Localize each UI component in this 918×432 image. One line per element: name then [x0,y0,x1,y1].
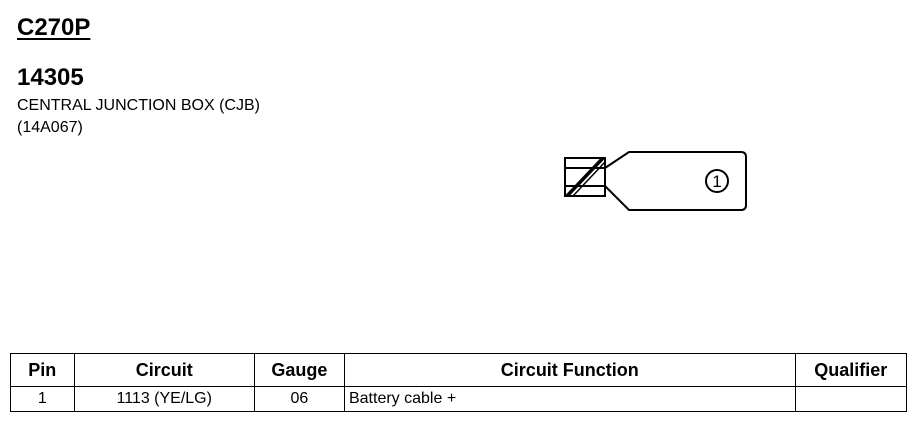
connector-base-part: (14A067) [17,119,83,136]
header-circuit-function: Circuit Function [343,353,796,387]
terminal-crimp-barrel [564,156,606,198]
header-gauge: Gauge [253,353,345,387]
pin-marker-circle [705,169,729,193]
header-pin: Pin [10,353,75,387]
pin-marker-label: 1 [712,172,721,191]
table-header-row: Pin Circuit Gauge Circuit Function Quali… [10,353,908,387]
header-circuit: Circuit [73,353,255,387]
part-number: 14305 [17,64,84,91]
cell-circuit-function: Battery cable + [343,386,796,412]
cell-pin: 1 [10,386,75,412]
pinout-table: Pin Circuit Gauge Circuit Function Quali… [10,353,908,412]
cell-circuit: 1113 (YE/LG) [73,386,255,412]
header-qualifier: Qualifier [794,353,908,387]
cell-gauge: 06 [253,386,345,412]
connector-id: C270P [17,14,91,41]
connector-description: CENTRAL JUNCTION BOX (CJB) [17,97,260,114]
cell-qualifier [794,386,908,412]
terminal-tongue [604,151,747,211]
ring-terminal-diagram: 1 [564,151,747,211]
table-row: 1 1113 (YE/LG) 06 Battery cable + [10,386,908,412]
